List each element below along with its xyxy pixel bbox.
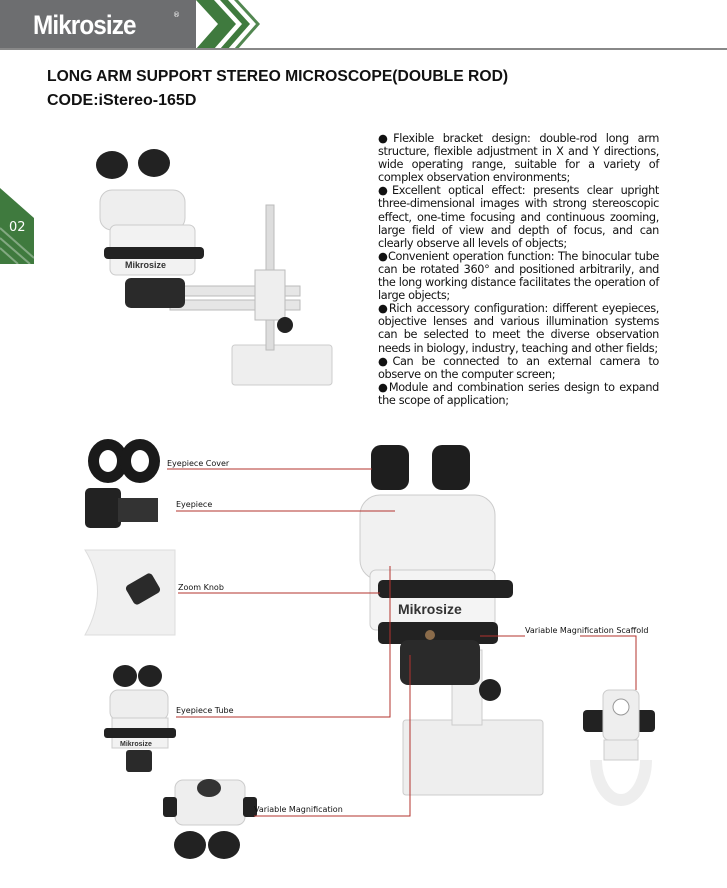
feature-list: ●Flexible bracket design: double-rod lon… <box>378 132 659 407</box>
page-number: 02 <box>9 220 26 235</box>
label-variable-magnification: Variable Magnification <box>254 805 343 814</box>
label-zoom-knob: Zoom Knob <box>178 583 224 592</box>
thumbnail-eyepiece-tube: Mikrosize <box>104 665 176 772</box>
label-variable-magnification-scaffold: Variable Magnification Scaffold <box>525 626 649 635</box>
feature-item: ●Can be connected to an external camera … <box>378 354 659 381</box>
svg-text:Mikrosize: Mikrosize <box>125 260 166 270</box>
thumbnail-eyepiece-cover <box>88 439 160 483</box>
thumbnail-eyepiece <box>85 488 158 528</box>
label-eyepiece-cover: Eyepiece Cover <box>167 459 230 468</box>
thumbnail-scaffold <box>583 689 655 806</box>
header: Mikrosize ® <box>0 0 727 50</box>
label-eyepiece: Eyepiece <box>176 500 213 509</box>
double-rod-microscope-image: Mikrosize <box>96 149 333 386</box>
feature-item: ●Excellent optical effect: presents clea… <box>378 184 659 250</box>
feature-item: ●Convenient operation function: The bino… <box>378 249 659 303</box>
brand-logo: Mikrosize <box>33 10 137 40</box>
svg-text:Mikrosize: Mikrosize <box>120 741 152 748</box>
product-code: CODE:iStereo-165D <box>47 92 197 109</box>
feature-item: ●Rich accessory configuration: different… <box>378 302 659 355</box>
thumbnail-variable-magnification <box>163 779 257 859</box>
chevron-arrows-icon <box>196 0 260 49</box>
feature-item: ●Module and combination series design to… <box>378 380 659 407</box>
page-title: LONG ARM SUPPORT STEREO MICROSCOPE(DOUBL… <box>47 68 509 85</box>
label-eyepiece-tube: Eyepiece Tube <box>176 706 234 715</box>
header-divider <box>0 48 727 50</box>
svg-text:Mikrosize: Mikrosize <box>398 601 462 617</box>
registered-mark: ® <box>173 11 180 19</box>
main-microscope-image: Mikrosize <box>359 445 544 796</box>
feature-item: ●Flexible bracket design: double-rod lon… <box>378 132 659 185</box>
thumbnail-zoom-knob <box>84 549 176 636</box>
logo-bar <box>0 0 196 49</box>
page-tab: 02 <box>0 188 34 264</box>
callout-lines <box>167 468 637 817</box>
